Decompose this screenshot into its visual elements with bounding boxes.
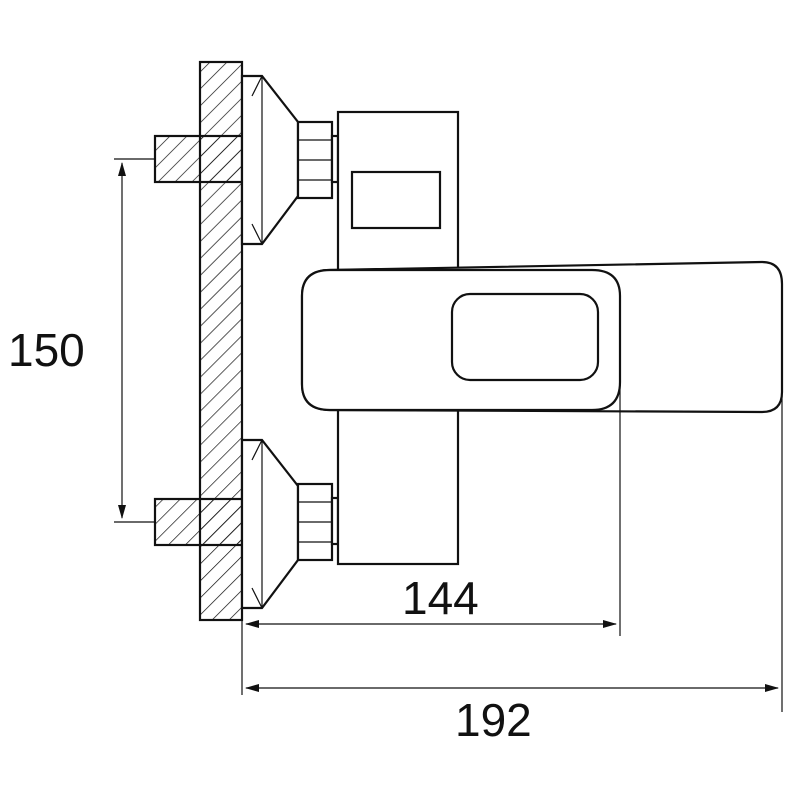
dimension-150: 150 — [8, 158, 156, 523]
dimension-192-label: 192 — [455, 694, 532, 746]
dimension-144: 144 — [245, 572, 617, 628]
lever-handle — [300, 268, 622, 412]
upper-escutcheon — [240, 74, 300, 246]
dimension-144-label: 144 — [402, 572, 479, 624]
extension-lines — [241, 380, 783, 712]
dimension-192: 192 — [245, 684, 779, 746]
dimension-150-label: 150 — [8, 324, 85, 376]
upper-pipe-stub — [153, 134, 245, 184]
upper-hex-nut — [296, 120, 340, 200]
lower-pipe-stub — [153, 497, 245, 547]
lower-escutcheon — [240, 438, 300, 610]
lower-hex-nut — [296, 482, 340, 562]
